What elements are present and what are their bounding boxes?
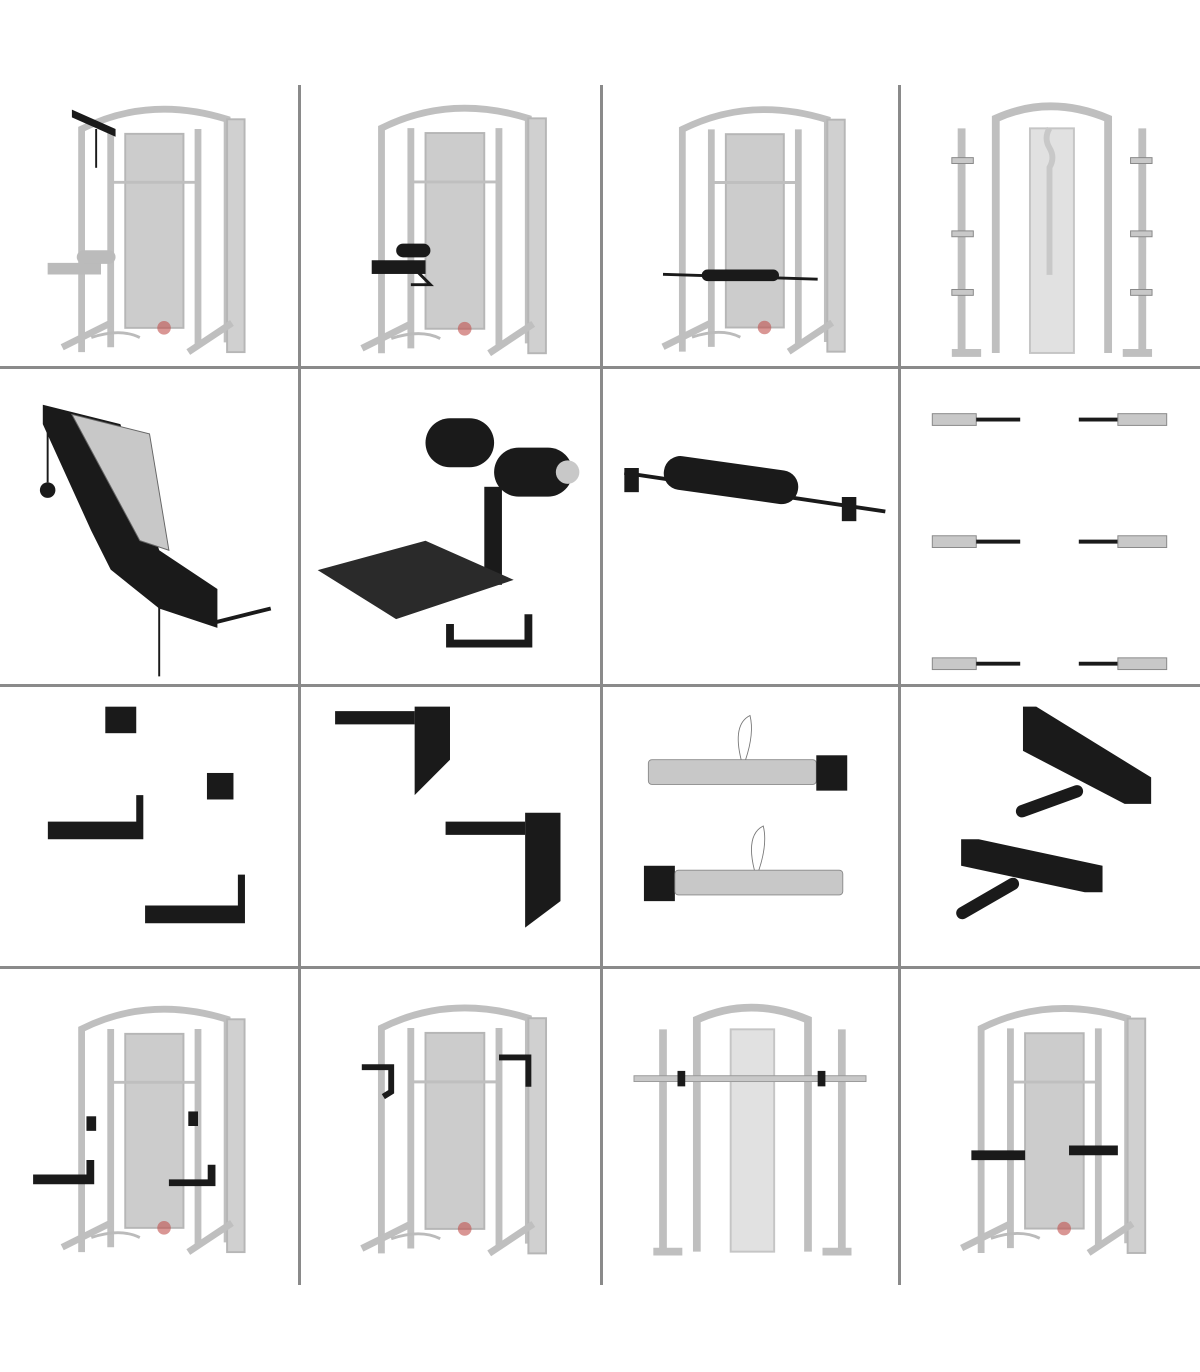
machine-leg-attachment-icon (360, 104, 547, 357)
leg-extension-seat-icon (317, 418, 580, 648)
product-image-cell[interactable] (303, 689, 597, 963)
machine-front-bar-storage-icon (951, 102, 1153, 357)
product-image-cell[interactable] (4, 971, 295, 1281)
machine-dip-handles-icon (360, 1004, 548, 1257)
machine-roller-bar-icon (661, 106, 846, 355)
row-divider (0, 684, 1200, 687)
product-image-cell[interactable] (605, 371, 895, 681)
machine-high-pulley-icon (47, 105, 246, 355)
machine-landmine-icon (960, 1005, 1147, 1256)
machine-safety-arms-icon (33, 1005, 246, 1255)
product-image-cell[interactable] (605, 971, 895, 1281)
product-image-cell[interactable] (903, 689, 1196, 963)
plate-storage-pegs-icon (931, 413, 1168, 671)
dip-handles-icon (335, 706, 561, 928)
roller-pad-bar-icon (624, 456, 886, 522)
product-image-cell[interactable] (4, 689, 295, 963)
product-image-cell[interactable] (303, 89, 597, 363)
row-divider (0, 366, 1200, 369)
landmine-holders-icon (956, 706, 1152, 920)
product-image-cell[interactable] (303, 371, 597, 681)
row-divider (0, 966, 1200, 969)
product-image-cell[interactable] (903, 371, 1196, 681)
product-image-cell[interactable] (605, 89, 895, 363)
product-image-cell[interactable] (4, 371, 295, 681)
product-image-cell[interactable] (4, 89, 295, 363)
safety-arms-j-hooks-icon (47, 706, 245, 924)
product-image-cell[interactable] (903, 89, 1196, 363)
weight-horns-icon (643, 714, 848, 902)
product-image-cell[interactable] (605, 689, 895, 963)
product-image-cell[interactable] (903, 971, 1196, 1281)
machine-front-barbell-icon (633, 1003, 867, 1256)
product-image-cell[interactable] (303, 971, 597, 1281)
pulley-arm-icon (39, 404, 272, 677)
